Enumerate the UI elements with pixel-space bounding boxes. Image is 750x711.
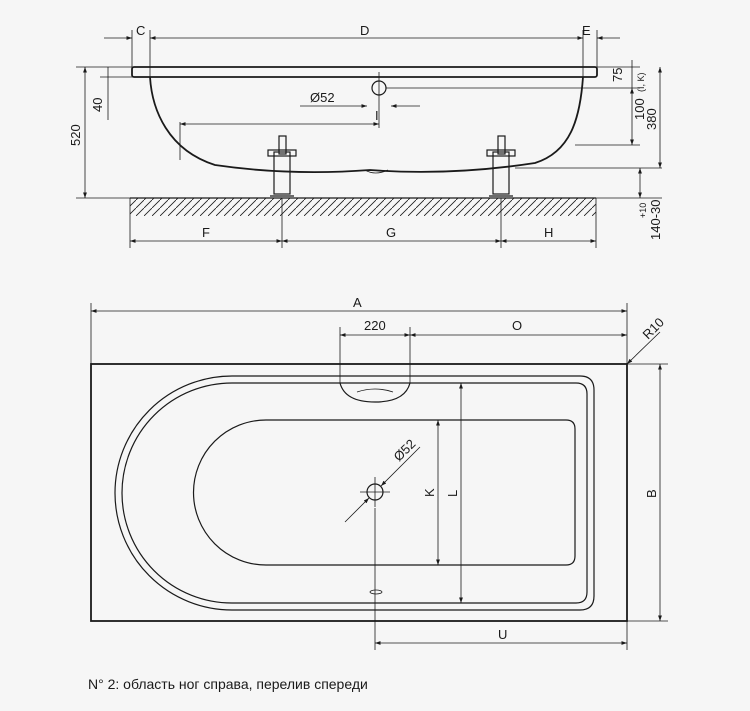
front-mark — [369, 589, 383, 595]
f-label: F — [202, 225, 210, 240]
overflow-slot — [356, 388, 394, 393]
r10-leader — [626, 331, 661, 365]
h-label: H — [544, 225, 553, 240]
h100-note: (I, K) — [636, 72, 646, 92]
k-label: K — [422, 488, 437, 497]
i-label: I — [375, 108, 379, 123]
overflow-bump — [339, 382, 411, 403]
h40-label: 40 — [90, 98, 105, 112]
floor-hatch — [130, 198, 596, 216]
drain-dim-upper — [380, 446, 421, 487]
tub-outline — [90, 363, 628, 622]
tub-rim — [131, 66, 598, 78]
h75-label: 75 — [610, 68, 625, 82]
drain-label-top: Ø52 — [391, 436, 419, 464]
drain-dim-lower — [344, 497, 370, 523]
legs-top-label: +10 — [638, 203, 648, 218]
c-label: C — [136, 23, 145, 38]
caption: N° 2: область ног справа, перелив сперед… — [88, 676, 368, 692]
h520-label: 520 — [68, 124, 83, 146]
tub-inner-rim — [121, 382, 588, 604]
tub-inner-rim-outer — [114, 375, 595, 611]
h380-label: 380 — [644, 108, 659, 130]
drain-bump — [364, 169, 389, 174]
d-label: D — [360, 23, 369, 38]
b-label: B — [644, 489, 659, 498]
l-label: L — [445, 490, 460, 497]
e-label: E — [582, 23, 591, 38]
u-label: U — [498, 627, 507, 642]
legs-range-label: 140-30 — [648, 200, 663, 240]
w220-label: 220 — [364, 318, 386, 333]
foot-left — [267, 135, 297, 197]
g-label: G — [386, 225, 396, 240]
o-label: O — [512, 318, 522, 333]
side-view: Ø52 I C D E 520 — [68, 23, 663, 248]
r10-label: R10 — [640, 315, 667, 342]
tub-body — [149, 76, 584, 174]
drain-label-side: Ø52 — [310, 90, 335, 105]
tub-bottom — [192, 419, 576, 566]
foot-right — [486, 135, 516, 197]
h100-label: 100 — [632, 98, 647, 120]
top-view: Ø52 A 220 O R10 B K L U — [90, 295, 668, 650]
a-label: A — [353, 295, 362, 310]
